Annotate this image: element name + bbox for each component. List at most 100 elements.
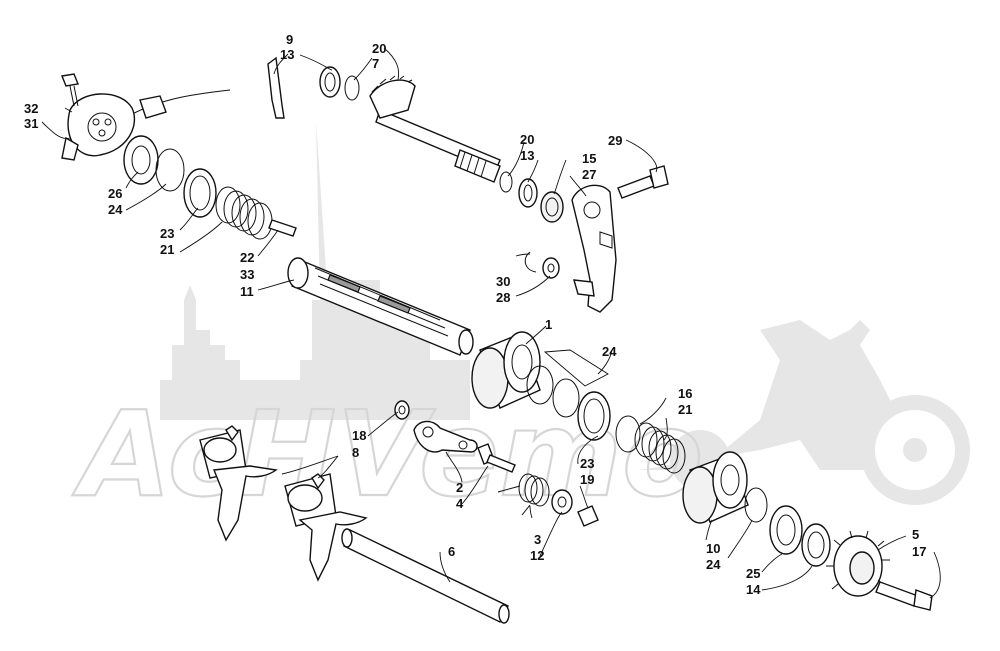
drum-cam-1-drawing [471, 331, 541, 409]
callout-label: 22 [240, 250, 254, 265]
gear-position-sensor [61, 89, 231, 161]
callout-label: 4 [456, 496, 464, 511]
callout-32-31: 32 31 [24, 101, 38, 131]
callout-label: 29 [608, 133, 622, 148]
washer-14 [801, 523, 831, 567]
shift-shaft-7-drawing [369, 75, 501, 183]
callout-label: 3 [534, 532, 541, 547]
callout-label: 17 [912, 544, 926, 559]
callout-9-13: 9 13 [280, 32, 294, 62]
callout-label: 20 [372, 41, 386, 56]
shift-gear-5-drawing [826, 530, 890, 597]
callout-label: 16 [678, 386, 692, 401]
callout-label: 27 [582, 167, 596, 182]
bolt-32-drawing [61, 73, 79, 107]
e-clip-30 [524, 251, 537, 273]
callout-label: 1 [545, 317, 552, 332]
callout-15-27: 15 27 [582, 151, 596, 182]
callout-label: 28 [496, 290, 510, 305]
shift-lever-27-drawing [571, 184, 617, 313]
callout-label: 8 [352, 445, 359, 460]
circlip-24-lower [744, 487, 768, 523]
spring-21-drawing [215, 186, 273, 240]
callout-23-19: 23 19 [580, 456, 594, 487]
callout-22-33-11: 22 33 11 [240, 250, 254, 299]
leader-lines [41, 47, 941, 599]
spring-clip-9-drawing [267, 56, 285, 119]
callout-label: 24 [706, 557, 721, 572]
callout-label: 10 [706, 541, 720, 556]
callout-2-4: 2 4 [456, 480, 464, 511]
stopper-lever-2-drawing [413, 420, 478, 453]
bolt-4-drawing [477, 443, 516, 473]
shift-fork-shaft-6-drawing [341, 528, 510, 624]
callout-label: 20 [520, 132, 534, 147]
callout-label: 21 [678, 402, 692, 417]
circlip-24-a [526, 365, 554, 405]
callout-23-21: 23 21 [160, 226, 174, 257]
callout-3-12: 3 12 [530, 532, 544, 563]
circlip-16 [615, 415, 641, 453]
callout-20-7: 20 7 [372, 41, 386, 71]
callout-label: 25 [746, 566, 760, 581]
callout-10-24: 10 24 [706, 541, 721, 572]
circlip-20-mid [499, 171, 513, 193]
callout-16-21: 16 21 [678, 386, 692, 417]
callout-label: 19 [580, 472, 594, 487]
callout-label: 21 [160, 242, 174, 257]
callout-label: 32 [24, 101, 38, 116]
callout-label: 30 [496, 274, 510, 289]
bolt-17-drawing [875, 581, 933, 611]
callout-1: 1 [545, 317, 552, 332]
callout-label: 18 [352, 428, 366, 443]
circlip-20-top [344, 75, 360, 101]
callout-20-13: 20 13 [520, 132, 534, 163]
callout-label: 5 [912, 527, 919, 542]
washer-23 [183, 168, 217, 218]
callout-26-24: 26 24 [108, 186, 123, 217]
washer-25 [769, 505, 803, 555]
callout-label: 23 [160, 226, 174, 241]
bearing-15 [540, 191, 564, 223]
shift-fork-8a-drawing [199, 425, 278, 542]
callout-label: 23 [580, 456, 594, 471]
collar-19 [577, 505, 599, 527]
bolt-29-drawing [617, 165, 669, 199]
oil-seal-26 [123, 135, 159, 185]
shift-fork-8b-drawing [284, 473, 368, 582]
callout-18-8: 18 8 [352, 428, 366, 460]
callout-label: 7 [372, 56, 379, 71]
callout-label: 26 [108, 186, 122, 201]
shift-drum-11-drawing [287, 257, 474, 356]
callout-label: 6 [448, 544, 455, 559]
callout-label: 15 [582, 151, 596, 166]
callout-label: 12 [530, 548, 544, 563]
callout-label: 13 [520, 148, 534, 163]
callout-label: 24 [108, 202, 123, 217]
washer-13-top [319, 66, 341, 98]
callout-29: 29 [608, 133, 622, 148]
washer-28 [542, 257, 560, 279]
circlip-24-b [552, 378, 580, 418]
part-drawings [61, 56, 933, 624]
washer-18 [394, 400, 410, 420]
callout-label: 14 [746, 582, 761, 597]
callout-label: 33 [240, 267, 254, 282]
pin-22-drawing [268, 219, 297, 237]
washer-12 [551, 489, 573, 515]
callout-label: 9 [286, 32, 293, 47]
torsion-spring-3-drawing [497, 473, 550, 516]
drum-gear-10-drawing [682, 451, 749, 524]
callout-label: 24 [602, 344, 617, 359]
circlip-24 [155, 148, 185, 192]
washer-13-mid [518, 178, 538, 208]
callout-25-14: 25 14 [746, 566, 761, 597]
callout-5-17: 5 17 [912, 527, 926, 559]
callout-label: 11 [240, 284, 254, 299]
callout-labels: 9 13 20 7 32 31 26 24 23 21 22 33 11 20 … [24, 32, 926, 597]
callout-label: 31 [24, 116, 38, 131]
callout-30-28: 30 28 [496, 274, 510, 305]
callout-24: 24 [602, 344, 617, 359]
callout-label: 13 [280, 47, 294, 62]
